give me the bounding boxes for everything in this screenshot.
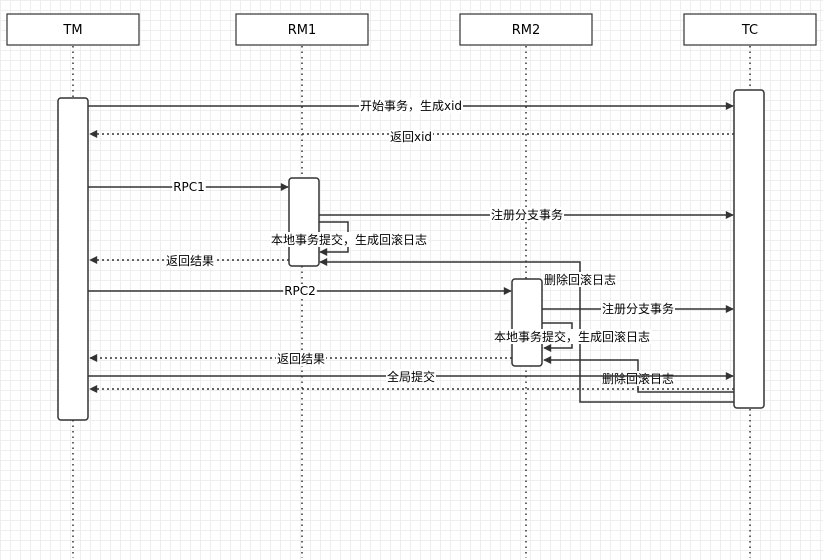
message-return-result-2-label: 返回结果: [277, 352, 325, 366]
activation-rm1: [288, 177, 320, 267]
label-background: [600, 371, 676, 386]
label-background: [492, 329, 652, 344]
message-delete-undo-2-label: 删除回滚日志: [602, 371, 674, 386]
label-background: [600, 301, 676, 316]
label-background: [542, 272, 618, 287]
label-background: [385, 369, 437, 384]
message-delete-undo-2: 删除回滚日志: [543, 356, 734, 393]
message-register-branch-1-label: 注册分支事务: [491, 207, 563, 222]
message-local-commit-2: 本地事务提交，生成回滚日志: [492, 322, 652, 352]
participant-tc: TC: [683, 13, 817, 46]
message-return-xid-label: 返回xid: [390, 130, 432, 144]
message-global-commit-label: 全局提交: [387, 369, 435, 384]
activation-tc: [733, 89, 765, 409]
message-local-commit-2-label: 本地事务提交，生成回滚日志: [494, 329, 650, 344]
label-background: [388, 130, 434, 144]
message-rpc2: RPC2: [88, 284, 512, 298]
message-return-result-2: 返回结果: [89, 352, 512, 366]
message-rpc1: RPC1: [88, 180, 289, 194]
participant-rm1: RM1: [235, 13, 369, 46]
message-register-branch-2-label: 注册分支事务: [602, 301, 674, 316]
label-background: [172, 180, 206, 194]
message-delete-undo-1-label: 删除回滚日志: [544, 272, 616, 287]
message-return-xid: 返回xid: [89, 130, 734, 144]
message-begin-tx: 开始事务，生成xid: [88, 98, 734, 113]
message-begin-tx-label: 开始事务，生成xid: [360, 98, 462, 113]
message-return-result-1: 返回结果: [89, 254, 289, 268]
label-background: [358, 98, 464, 113]
activation-rm2: [511, 278, 543, 367]
message-register-branch-2: 注册分支事务: [542, 301, 734, 316]
participant-tm: TM: [6, 13, 140, 46]
participant-tc-label: TC: [741, 23, 758, 38]
label-background: [283, 284, 317, 298]
label-background: [275, 352, 327, 366]
participant-rm2: RM2: [459, 13, 593, 46]
label-background: [164, 254, 216, 268]
activation-tm: [57, 97, 89, 421]
participant-rm2-label: RM2: [512, 23, 541, 38]
message-local-commit-1: 本地事务提交，生成回滚日志: [269, 221, 429, 256]
message-register-branch-1: 注册分支事务: [319, 207, 734, 222]
label-background: [489, 207, 565, 222]
participant-rm1-label: RM1: [288, 23, 317, 38]
message-return-result-1-label: 返回结果: [166, 254, 214, 268]
message-global-commit: 全局提交: [88, 369, 734, 384]
message-local-commit-1-label: 本地事务提交，生成回滚日志: [271, 232, 427, 247]
message-rpc2-label: RPC2: [284, 284, 316, 298]
participant-tm-label: TM: [62, 23, 82, 38]
label-background: [269, 232, 429, 247]
message-rpc1-label: RPC1: [173, 180, 205, 194]
